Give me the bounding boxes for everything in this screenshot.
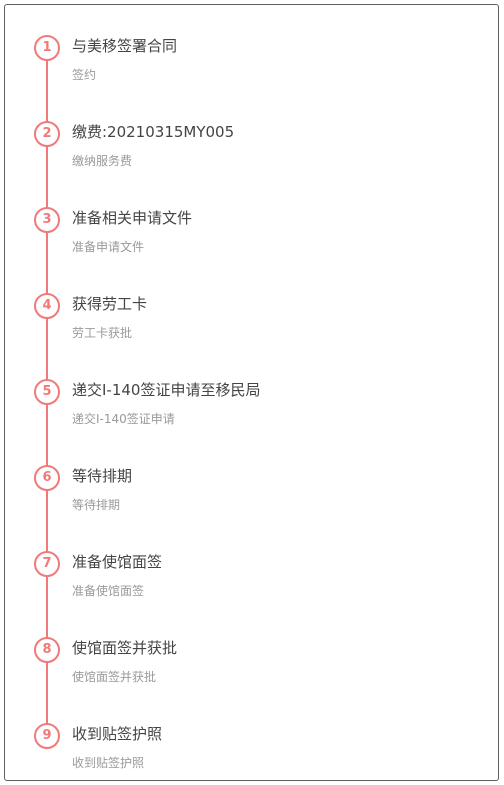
step-4: 4 获得劳工卡 劳工卡获批 bbox=[5, 273, 498, 340]
step-title: 准备使馆面签 bbox=[72, 553, 163, 571]
step-number-badge: 7 bbox=[34, 551, 60, 577]
step-number-badge: 4 bbox=[34, 293, 60, 319]
step-title: 与美移签署合同 bbox=[72, 37, 178, 55]
step-3: 3 准备相关申请文件 准备申请文件 bbox=[5, 187, 498, 254]
step-number-badge: 8 bbox=[34, 637, 60, 663]
step-description: 递交I-140签证申请 bbox=[72, 412, 175, 426]
step-title: 缴费:20210315MY005 bbox=[72, 123, 235, 141]
step-1: 1 与美移签署合同 签约 bbox=[5, 15, 498, 82]
step-description: 等待排期 bbox=[72, 498, 121, 512]
progress-panel: 1 与美移签署合同 签约 2 缴费:20210315MY005 缴纳服务费 3 … bbox=[4, 4, 499, 781]
step-8: 8 使馆面签并获批 使馆面签并获批 bbox=[5, 617, 498, 684]
step-number-badge: 3 bbox=[34, 207, 60, 233]
step-9: 9 收到贴签护照 收到贴签护照 bbox=[5, 703, 498, 770]
step-description: 准备使馆面签 bbox=[72, 584, 145, 598]
step-description: 收到贴签护照 bbox=[72, 756, 145, 770]
step-title: 获得劳工卡 bbox=[72, 295, 148, 313]
step-title: 等待排期 bbox=[72, 467, 133, 485]
step-number-badge: 5 bbox=[34, 379, 60, 405]
step-title: 准备相关申请文件 bbox=[72, 209, 193, 227]
step-number-badge: 6 bbox=[34, 465, 60, 491]
step-description: 缴纳服务费 bbox=[72, 154, 133, 168]
step-number-badge: 9 bbox=[34, 723, 60, 749]
step-description: 使馆面签并获批 bbox=[72, 670, 157, 684]
step-description: 劳工卡获批 bbox=[72, 326, 133, 340]
step-description: 签约 bbox=[72, 68, 97, 82]
step-title: 使馆面签并获批 bbox=[72, 639, 178, 657]
step-title: 收到贴签护照 bbox=[72, 725, 163, 743]
step-title: 递交I-140签证申请至移民局 bbox=[72, 381, 261, 399]
step-6: 6 等待排期 等待排期 bbox=[5, 445, 498, 512]
step-number-badge: 2 bbox=[34, 121, 60, 147]
step-2: 2 缴费:20210315MY005 缴纳服务费 bbox=[5, 101, 498, 168]
step-number-badge: 1 bbox=[34, 35, 60, 61]
step-description: 准备申请文件 bbox=[72, 240, 145, 254]
step-7: 7 准备使馆面签 准备使馆面签 bbox=[5, 531, 498, 598]
step-5: 5 递交I-140签证申请至移民局 递交I-140签证申请 bbox=[5, 359, 498, 426]
